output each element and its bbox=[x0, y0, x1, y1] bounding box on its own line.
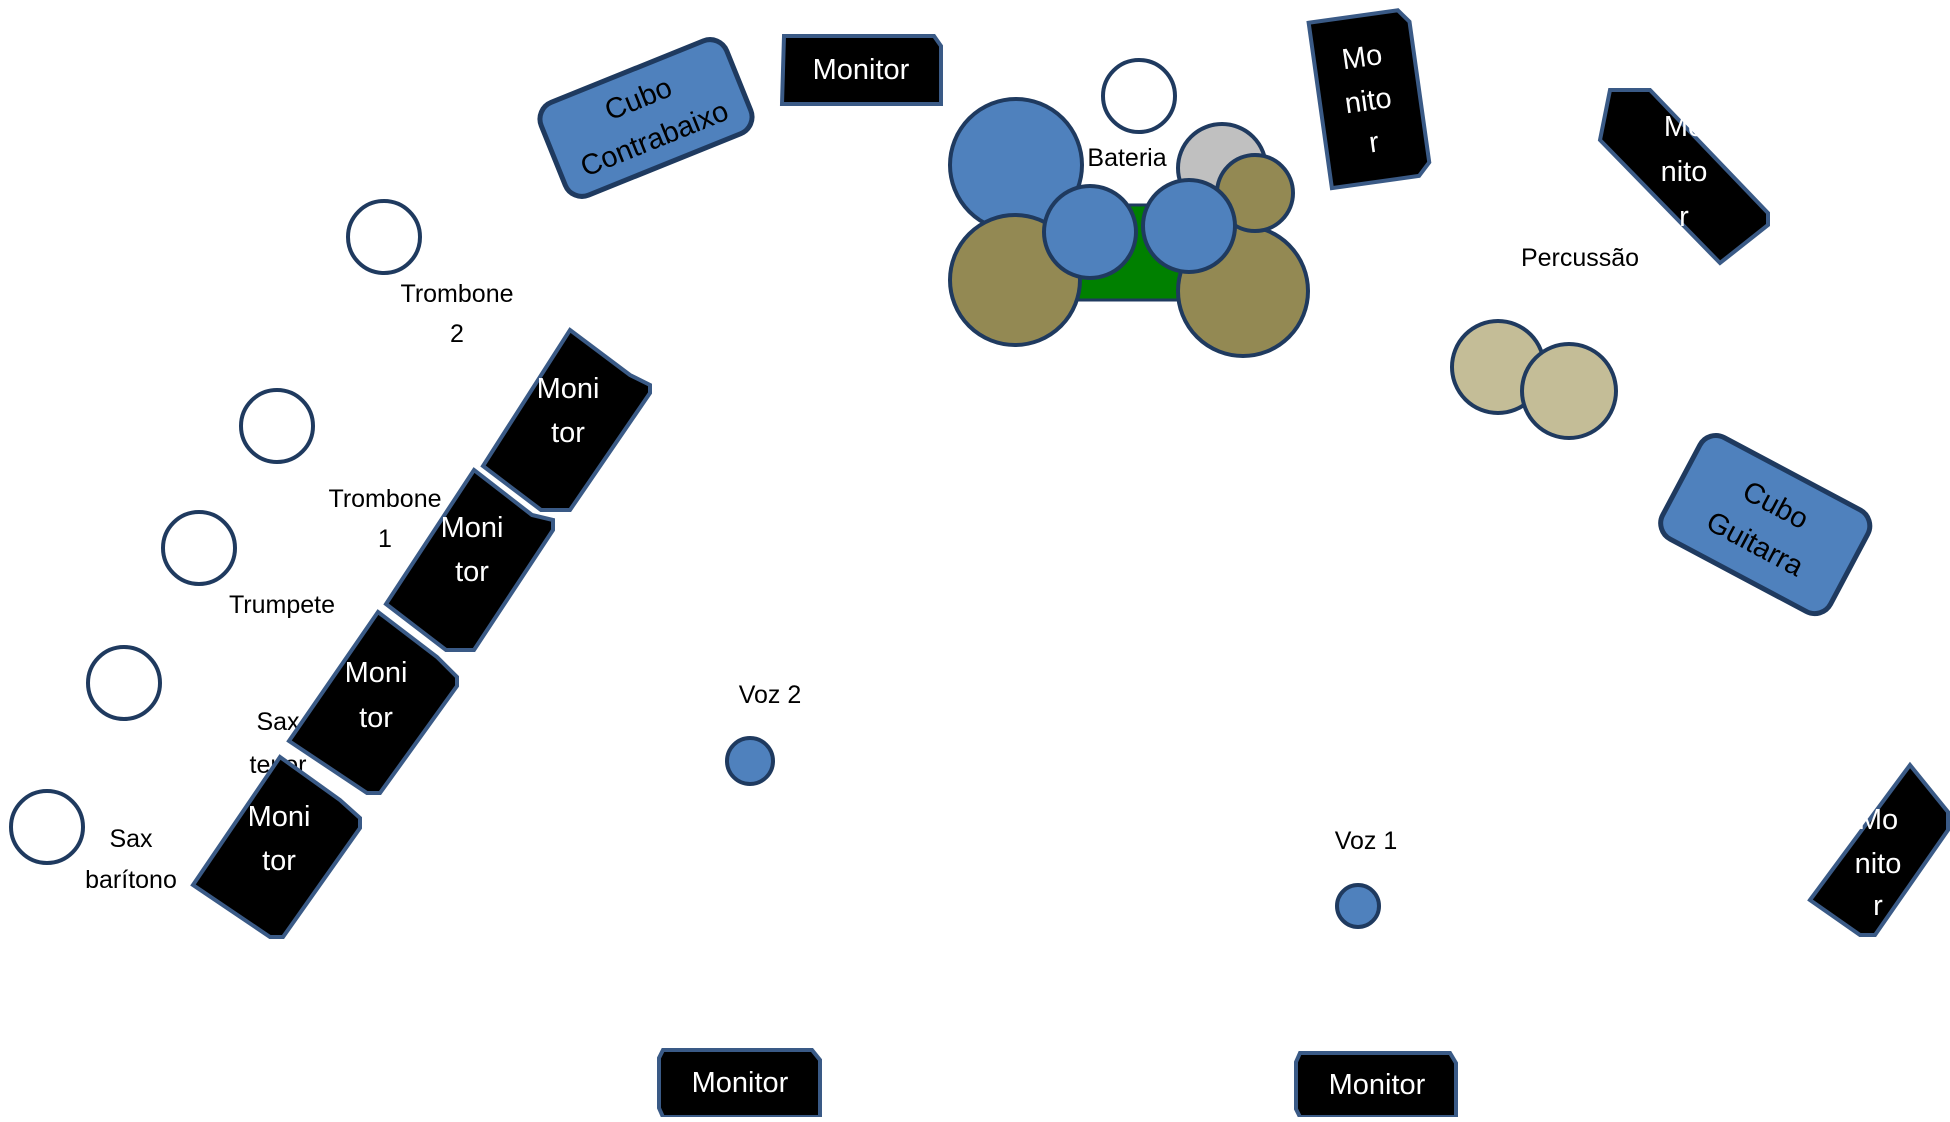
trumpet-label: Trumpete bbox=[229, 591, 335, 619]
monitor-right-top-label-2: nito bbox=[1343, 82, 1394, 120]
monitor-horns-3: Moni tor bbox=[286, 609, 459, 795]
monitor-right-top: Mo nito r bbox=[1306, 8, 1432, 191]
trombone-1-position bbox=[239, 388, 315, 464]
bass-amp-body bbox=[537, 37, 755, 199]
rack-tom-right bbox=[1141, 178, 1237, 274]
vocal-1: Voz 1 bbox=[1335, 827, 1398, 929]
trombone-2-label-1: Trombone bbox=[400, 280, 513, 308]
monitor-right-bottom-body bbox=[1807, 761, 1950, 937]
percussion-label: Percussão bbox=[1521, 244, 1639, 272]
vocal-1-label: Voz 1 bbox=[1335, 827, 1398, 855]
sax-tenor-label-1: Sax bbox=[256, 708, 300, 736]
monitor-horns-1-body bbox=[480, 327, 652, 512]
horn-section: Trombone 2 Trombone 1 Trumpete Sax tenor… bbox=[9, 199, 514, 894]
trombone-1-label-1: Trombone bbox=[328, 485, 441, 513]
sax-baritone-label-2: barítono bbox=[85, 866, 177, 894]
monitor-horns-2-label-2: tor bbox=[455, 556, 489, 588]
monitor-horns-3-label-2: tor bbox=[359, 702, 393, 734]
monitor-top-body bbox=[779, 34, 943, 106]
bass-amp: Cubo Contrabaixo bbox=[537, 37, 755, 199]
monitor-horns-4: Moni tor bbox=[190, 754, 362, 939]
monitor-right-bottom: Mo nito r bbox=[1807, 761, 1950, 937]
monitor-horns-2-body bbox=[383, 467, 555, 652]
sax-tenor-position bbox=[86, 645, 162, 721]
monitor-bottom-right-label: Monitor bbox=[1329, 1069, 1426, 1101]
monitor-right-mid-label-3: r bbox=[1679, 201, 1689, 233]
vocal-2-mic bbox=[725, 736, 775, 786]
monitor-horns-4-body bbox=[190, 754, 362, 939]
drum-kit: Bateria bbox=[948, 58, 1310, 358]
monitor-horns-4-label-1: Moni bbox=[248, 801, 311, 833]
monitor-right-mid-body bbox=[1597, 88, 1770, 266]
sax-baritone-label-1: Sax bbox=[109, 825, 153, 853]
monitor-right-bottom-label-1: Mo bbox=[1858, 804, 1898, 836]
monitor-right-mid: Mo nito r bbox=[1597, 88, 1770, 266]
conga-right bbox=[1520, 342, 1618, 440]
sax-baritone-position bbox=[9, 789, 85, 865]
monitor-right-mid-label-1: Mo bbox=[1664, 111, 1704, 143]
vocal-2: Voz 2 bbox=[725, 681, 802, 786]
monitor-horns-3-body bbox=[286, 609, 459, 795]
monitor-horns-4-label-2: tor bbox=[262, 845, 296, 877]
monitor-right-bottom-label-3: r bbox=[1873, 890, 1883, 922]
monitor-bottom-left: Monitor bbox=[657, 1048, 822, 1119]
monitor-horns-3-label-1: Moni bbox=[345, 657, 408, 689]
monitor-bottom-left-label: Monitor bbox=[692, 1067, 789, 1099]
drum-kit-label: Bateria bbox=[1087, 144, 1166, 172]
guitar-amp-body bbox=[1658, 433, 1873, 617]
trumpet-position bbox=[161, 510, 237, 586]
percussion: Percussão bbox=[1450, 244, 1639, 440]
monitor-right-top-body bbox=[1306, 8, 1432, 191]
trombone-1-label-2: 1 bbox=[378, 525, 392, 553]
trombone-2-label-2: 2 bbox=[450, 320, 464, 348]
monitor-right-top-label-1: Mo bbox=[1340, 39, 1384, 76]
monitor-horns-2: Moni tor bbox=[383, 467, 555, 652]
monitor-horns-1-label-1: Moni bbox=[537, 373, 600, 405]
monitor-horns-1: Moni tor bbox=[480, 327, 652, 512]
monitor-top-label: Monitor bbox=[813, 54, 910, 86]
vocal-2-label: Voz 2 bbox=[739, 681, 802, 709]
trombone-2-position bbox=[346, 199, 422, 275]
drum-stool bbox=[1101, 58, 1177, 134]
monitor-top: Monitor bbox=[779, 34, 943, 106]
vocal-1-mic bbox=[1335, 883, 1381, 929]
monitor-right-mid-label-2: nito bbox=[1661, 156, 1708, 188]
monitor-bottom-right: Monitor bbox=[1294, 1051, 1458, 1119]
monitor-horns-2-label-1: Moni bbox=[441, 512, 504, 544]
rack-tom-left bbox=[1042, 184, 1138, 280]
monitor-horns-1-label-2: tor bbox=[551, 417, 585, 449]
monitor-right-bottom-label-2: nito bbox=[1855, 848, 1902, 880]
guitar-amp: Cubo Guitarra bbox=[1658, 433, 1873, 617]
